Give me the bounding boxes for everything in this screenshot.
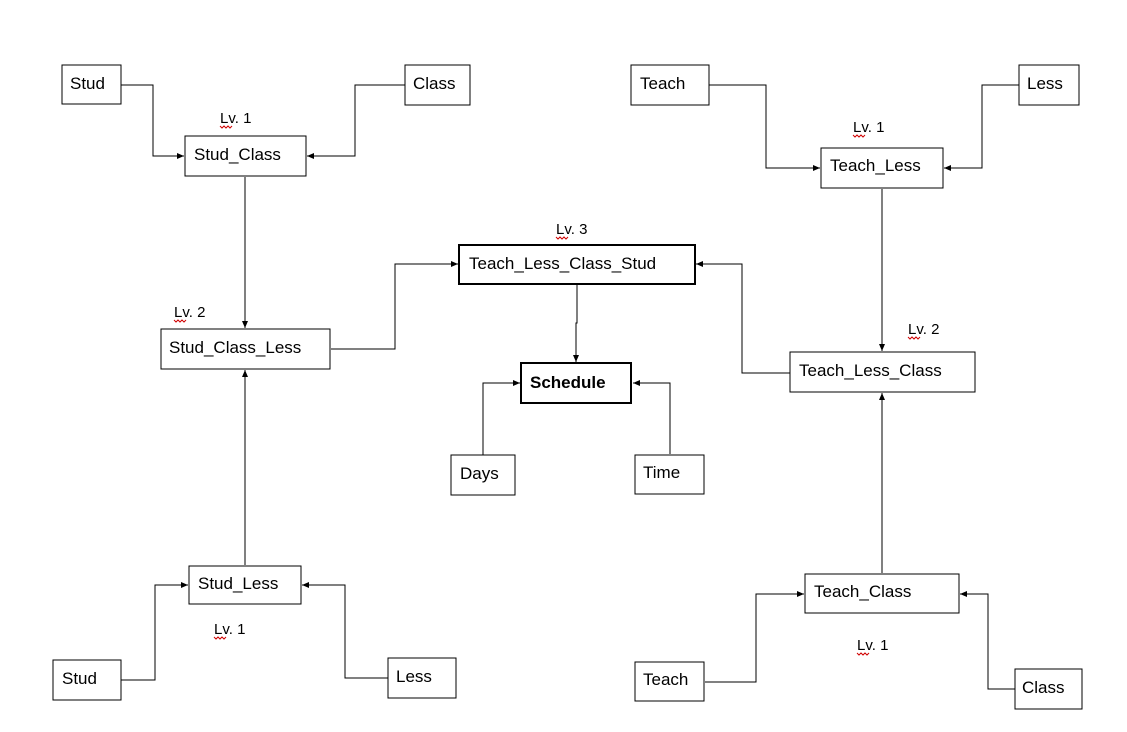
- svg-text:Stud_Class_Less: Stud_Class_Less: [169, 338, 301, 357]
- svg-text:Teach_Less: Teach_Less: [830, 156, 921, 175]
- svg-text:Stud_Class: Stud_Class: [194, 145, 281, 164]
- svg-text:Time: Time: [643, 463, 680, 482]
- svg-text:Teach_Less_Class_Stud: Teach_Less_Class_Stud: [469, 254, 656, 273]
- svg-text:Lv. 2: Lv. 2: [174, 304, 205, 321]
- svg-text:Teach_Class: Teach_Class: [814, 582, 911, 601]
- node-time: Time: [634, 454, 705, 495]
- node-teach-less-class: Teach_Less_Class: [789, 351, 976, 393]
- svg-text:Stud_Less: Stud_Less: [198, 574, 278, 593]
- edge-less-to-teach-less: [944, 84, 1019, 171]
- svg-text:Stud: Stud: [62, 669, 97, 688]
- node-stud-class-less: Stud_Class_Less: [160, 328, 331, 370]
- node-class-top: Class: [404, 64, 471, 106]
- node-teach-top: Teach: [630, 64, 710, 106]
- svg-text:Teach: Teach: [640, 74, 685, 93]
- node-stud-class: Stud_Class: [184, 135, 307, 177]
- level-label-tlcs: Lv. 3: [555, 221, 587, 240]
- level-label-teach-less-class: Lv. 2: [907, 321, 939, 340]
- edge-class-to-stud-class: [307, 84, 405, 159]
- edge-tlcs-to-schedule: [573, 285, 579, 362]
- level-label-teach-less: Lv. 1: [852, 119, 884, 138]
- svg-text:Lv. 1: Lv. 1: [220, 110, 251, 127]
- svg-text:Lv. 1: Lv. 1: [214, 621, 245, 638]
- level-label-stud-less: Lv. 1: [213, 621, 245, 640]
- edge-teach-to-teach-class: [705, 591, 804, 683]
- svg-text:Less: Less: [396, 667, 432, 686]
- level-label-stud-class: Lv. 1: [219, 110, 251, 129]
- svg-text:Teach_Less_Class: Teach_Less_Class: [799, 361, 942, 380]
- node-class-bottom: Class: [1014, 668, 1083, 710]
- svg-text:Class: Class: [413, 74, 456, 93]
- svg-text:Stud: Stud: [70, 74, 105, 93]
- svg-text:Lv. 1: Lv. 1: [853, 119, 884, 136]
- node-stud-top: Stud: [61, 64, 122, 105]
- node-less-top: Less: [1018, 64, 1080, 106]
- node-stud-bottom: Stud: [52, 659, 122, 701]
- svg-text:Lv. 3: Lv. 3: [556, 221, 587, 238]
- svg-text:Class: Class: [1022, 678, 1065, 697]
- node-less-bottom: Less: [387, 657, 457, 699]
- edge-teach-to-teach-less: [709, 84, 820, 171]
- edge-days-to-schedule: [482, 380, 520, 455]
- svg-text:Lv. 2: Lv. 2: [908, 321, 939, 338]
- edge-less-to-stud-less: [302, 582, 388, 679]
- svg-text:Schedule: Schedule: [530, 373, 606, 392]
- edge-time-to-schedule: [633, 380, 671, 454]
- node-teach-less-class-stud: Teach_Less_Class_Stud: [458, 244, 696, 285]
- edge-teach-less-class-to-tlcs: [696, 261, 790, 374]
- level-label-stud-class-less: Lv. 2: [173, 304, 205, 323]
- edge-stud-to-stud-class: [121, 84, 184, 159]
- level-label-teach-class: Lv. 1: [856, 637, 888, 656]
- svg-text:Lv. 1: Lv. 1: [857, 637, 888, 654]
- node-teach-bottom: Teach: [634, 661, 705, 702]
- edge-stud-class-less-to-tlcs: [331, 261, 458, 350]
- node-stud-less: Stud_Less: [188, 565, 302, 605]
- node-teach-class: Teach_Class: [804, 573, 960, 614]
- node-schedule: Schedule: [520, 362, 632, 404]
- edge-class-to-teach-class: [960, 591, 1015, 690]
- svg-text:Days: Days: [460, 464, 499, 483]
- node-days: Days: [450, 454, 516, 496]
- node-teach-less: Teach_Less: [820, 147, 944, 189]
- svg-text:Less: Less: [1027, 74, 1063, 93]
- svg-text:Teach: Teach: [643, 670, 688, 689]
- edge-stud-to-stud-less: [121, 582, 188, 681]
